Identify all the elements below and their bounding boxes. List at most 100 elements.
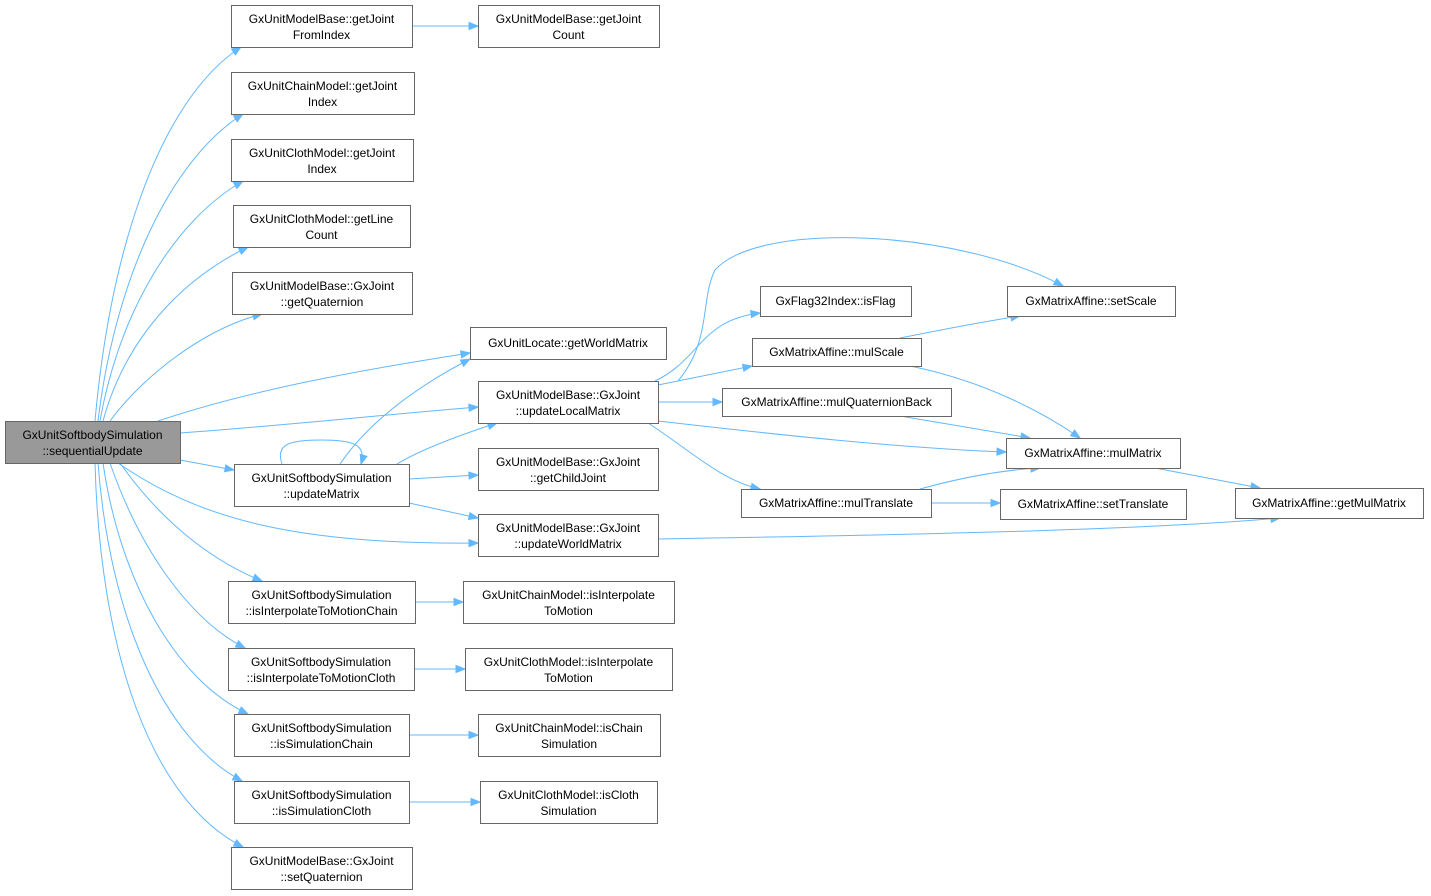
node-label-line1: GxUnitSoftbodySimulation <box>251 655 391 669</box>
node-box <box>231 72 415 115</box>
node-isInterpClothSim[interactable]: GxUnitSoftbodySimulation::isInterpolateT… <box>228 648 415 691</box>
node-label-line1: GxUnitLocate::getWorldMatrix <box>488 336 648 350</box>
edge-updateLocalMatrix-to-mulMatrix <box>657 420 1007 453</box>
node-label-line1: GxMatrixAffine::mulQuaternionBack <box>741 395 933 409</box>
edge-root-to-isInterpClothSim <box>109 462 246 649</box>
node-box <box>722 388 952 417</box>
node-isSimCloth[interactable]: GxUnitSoftbodySimulation::isSimulationCl… <box>234 781 410 824</box>
node-root[interactable]: GxUnitSoftbodySimulation::sequentialUpda… <box>5 421 181 464</box>
node-getQuaternion[interactable]: GxUnitModelBase::GxJoint::getQuaternion <box>232 272 413 315</box>
arrowhead-mulTranslate-to-setTranslate <box>990 498 1002 508</box>
node-chainIsInterp[interactable]: GxUnitChainModel::isInterpolateToMotion <box>463 581 675 624</box>
arrowhead-isSimChain-to-chainIsChainSim <box>468 730 480 740</box>
node-label-line2: ::isInterpolateToMotionCloth <box>247 671 396 685</box>
node-isSimChain[interactable]: GxUnitSoftbodySimulation::isSimulationCh… <box>234 714 410 757</box>
node-box <box>741 489 932 518</box>
edge-root-to-getJointFromIndex <box>94 46 242 422</box>
edges-layer <box>94 25 1281 848</box>
node-label-line1: GxMatrixAffine::mulScale <box>769 345 904 359</box>
node-setTranslate[interactable]: GxMatrixAffine::setTranslate <box>1000 489 1187 520</box>
node-label-line1: GxUnitSoftbodySimulation <box>251 788 391 802</box>
node-label-line1: GxUnitChainModel::getJoint <box>248 79 398 93</box>
node-label-line2: ::sequentialUpdate <box>42 444 142 458</box>
arrowhead-root-to-isInterpChainSim <box>251 573 264 582</box>
node-label-line2: Count <box>305 228 338 242</box>
edge-root-to-getQuaternion <box>109 313 263 422</box>
arrowhead-isInterpChainSim-to-chainIsInterp <box>453 597 465 607</box>
node-label-line1: GxUnitSoftbodySimulation <box>251 588 391 602</box>
arrowhead-root-to-isInterpClothSim <box>234 639 247 649</box>
arrowhead-updateMatrix-to-getWorldMatrix <box>459 358 472 368</box>
node-mulTranslate[interactable]: GxMatrixAffine::mulTranslate <box>741 489 932 518</box>
node-clothIsInterp[interactable]: GxUnitClothModel::isInterpolateToMotion <box>465 648 673 691</box>
edge-root-to-setQuaternion <box>94 462 244 848</box>
node-getChildJoint[interactable]: GxUnitModelBase::GxJoint::getChildJoint <box>478 448 659 491</box>
node-label-line1: GxUnitSoftbodySimulation <box>251 721 391 735</box>
node-label-line1: GxUnitModelBase::GxJoint <box>496 455 641 469</box>
node-label-line2: ::setQuaternion <box>280 870 362 884</box>
arrowhead-root-to-clothGetJointIndex <box>232 180 245 190</box>
edge-mulScale-to-setScale <box>899 315 1021 339</box>
node-box <box>752 338 922 367</box>
node-label-line2: ::updateLocalMatrix <box>516 404 621 418</box>
arrowhead-updateLocalMatrix-to-mulScale <box>741 363 754 373</box>
node-updateMatrix[interactable]: GxUnitSoftbodySimulation::updateMatrix <box>234 464 410 507</box>
arrowhead-root-to-chainGetJointIndex <box>232 113 245 123</box>
node-box <box>232 272 413 315</box>
node-box <box>480 781 658 824</box>
node-label-line1: GxUnitModelBase::GxJoint <box>250 279 395 293</box>
nodes-layer: GxUnitSoftbodySimulation::sequentialUpda… <box>5 5 1424 890</box>
arrowhead-updateLocalMatrix-to-isFlag <box>750 309 762 319</box>
edge-updateWorldMatrix-to-getMulMatrix <box>657 517 1281 540</box>
node-box <box>231 139 414 182</box>
arrowhead-updateLocalMatrix-to-mulQuatBack <box>712 397 724 407</box>
node-box <box>470 327 667 360</box>
edge-root-to-updateLocalMatrix <box>179 406 479 434</box>
edge-root-to-isSimCloth <box>97 462 243 782</box>
node-updateLocalMatrix[interactable]: GxUnitModelBase::GxJoint::updateLocalMat… <box>478 381 659 424</box>
node-label-line2: ::updateWorldMatrix <box>514 537 621 551</box>
node-label-line2: ::getQuaternion <box>281 295 364 309</box>
node-mulQuatBack[interactable]: GxMatrixAffine::mulQuaternionBack <box>722 388 952 417</box>
node-label-line1: GxMatrixAffine::mulMatrix <box>1024 446 1161 460</box>
edge-updateMatrix-to-getChildJoint <box>408 474 479 480</box>
node-isFlag[interactable]: GxFlag32Index::isFlag <box>760 286 912 317</box>
arrowhead-root-to-setQuaternion <box>232 838 245 848</box>
node-box <box>478 714 661 757</box>
edge-updateLocalMatrix-to-mulScale <box>657 365 753 386</box>
arrowhead-root-to-updateMatrix <box>223 464 236 473</box>
node-label-line1: GxFlag32Index::isFlag <box>775 294 895 308</box>
edge-mulTranslate-to-mulMatrix <box>919 467 1041 490</box>
node-mulScale[interactable]: GxMatrixAffine::mulScale <box>752 338 922 367</box>
node-mulMatrix[interactable]: GxMatrixAffine::mulMatrix <box>1006 438 1181 469</box>
node-box <box>478 381 659 424</box>
node-setScale[interactable]: GxMatrixAffine::setScale <box>1007 286 1176 317</box>
node-label-line1: GxMatrixAffine::getMulMatrix <box>1252 496 1406 510</box>
node-label-line2: Index <box>308 95 337 109</box>
edge-updateMatrix-to-updateMatrix <box>279 439 363 465</box>
node-label-line2: Simulation <box>541 737 597 751</box>
node-getMulMatrix[interactable]: GxMatrixAffine::getMulMatrix <box>1235 488 1424 519</box>
edge-updateLocalMatrix-to-mulTranslate <box>647 422 761 490</box>
arrowhead-root-to-getJointFromIndex <box>230 46 243 56</box>
node-label-line2: ::isInterpolateToMotionChain <box>245 604 397 618</box>
node-getWorldMatrix[interactable]: GxUnitLocate::getWorldMatrix <box>470 327 667 360</box>
arrowhead-mulScale-to-mulMatrix <box>1069 429 1082 439</box>
node-setQuaternion[interactable]: GxUnitModelBase::GxJoint::setQuaternion <box>231 847 413 890</box>
edge-mulScale-to-mulMatrix <box>909 365 1081 439</box>
node-box <box>478 448 659 491</box>
edge-root-to-isInterpChainSim <box>119 462 263 582</box>
arrowhead-isSimCloth-to-clothIsClothSim <box>470 797 482 807</box>
edge-root-to-clothGetLineCount <box>102 246 249 422</box>
node-box <box>1006 438 1181 469</box>
node-updateWorldMatrix[interactable]: GxUnitModelBase::GxJoint::updateWorldMat… <box>478 514 659 557</box>
node-label-line2: ToMotion <box>544 671 593 685</box>
node-isInterpChainSim[interactable]: GxUnitSoftbodySimulation::isInterpolateT… <box>228 581 416 624</box>
